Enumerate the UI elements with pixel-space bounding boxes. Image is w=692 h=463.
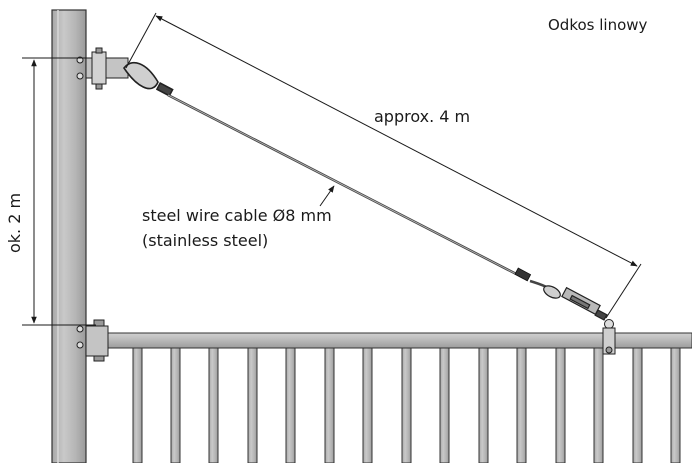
- length-label: approx. 4 m: [374, 107, 470, 126]
- fence-top-rail: [85, 332, 692, 349]
- cable-leader: [319, 185, 335, 207]
- turnbuckle: [529, 279, 608, 321]
- height-dimension: [22, 57, 96, 326]
- cable-clamps: [514, 267, 532, 282]
- cable-label-line2: (stainless steel): [142, 231, 268, 250]
- fence-bars: [132, 347, 681, 463]
- upper-bracket: [76, 47, 129, 90]
- length-dimension: [125, 12, 642, 319]
- upper-thimble: [123, 61, 174, 97]
- lower-bracket: [76, 319, 109, 362]
- height-label: ok. 2 m: [5, 193, 24, 253]
- diagram-title: Odkos linowy: [548, 16, 648, 34]
- cable-label-line1: steel wire cable Ø8 mm: [142, 206, 332, 225]
- lower-anchor: [602, 319, 616, 355]
